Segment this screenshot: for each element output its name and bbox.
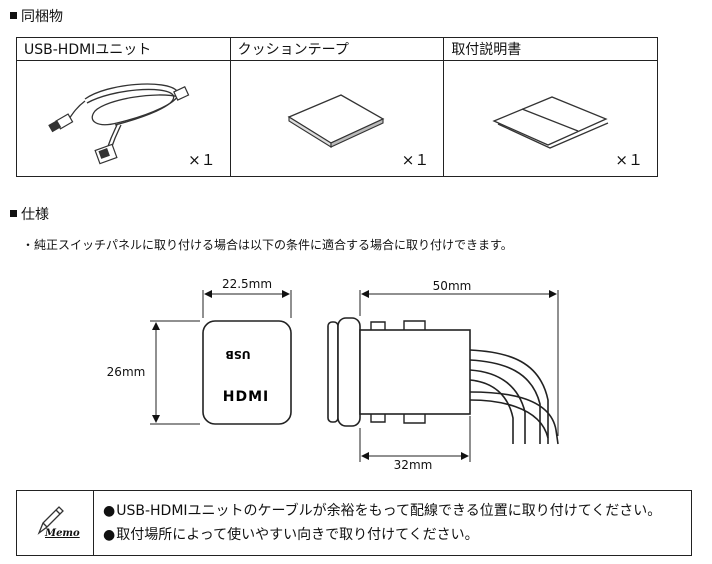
item-cell-manual: ×１ [443,60,658,177]
bullet-icon: ● [103,503,116,519]
spec-note: ・純正スイッチパネルに取り付ける場合は以下の条件に適合する場合に取り付けできます… [22,238,513,252]
usb-label: USB [225,348,250,361]
memo-line: ●USB-HDMIユニットのケーブルが余裕をもって配線できる位置に取り付けてくだ… [103,503,662,519]
pencil-icon [37,506,64,535]
section-bullet-icon [10,209,17,217]
side-view: 50mm 32mm [327,279,559,472]
memo-label: Memo [45,528,80,539]
cushion-tape-illustration [287,94,385,148]
side-body-length-label: 32mm [394,458,433,472]
bullet-icon: ● [103,527,116,543]
memo-label-cell: Memo [17,491,94,555]
item-name-usb-hdmi: USB-HDMIユニット [16,37,231,61]
item-qty-manual: ×１ [615,151,643,169]
contents-table: USB-HDMIユニット クッションテープ 取付説明書 [16,37,658,177]
item-name-cushion-tape: クッションテープ [229,37,445,61]
hdmi-logo: HDMI [223,389,269,405]
memo-box: Memo ●USB-HDMIユニットのケーブルが余裕をもって配線できる位置に取り… [16,490,692,556]
contents-section-title: 同梱物 [10,8,63,26]
front-view: USB HDMI 22.5mm 26mm [107,277,292,425]
usb-hdmi-unit-illustration [48,83,190,165]
memo-lines: ●USB-HDMIユニットのケーブルが余裕をもって配線できる位置に取り付けてくだ… [103,499,661,547]
spec-drawing: USB HDMI 22.5mm 26mm [107,277,559,472]
item-qty-cushion-tape: ×１ [401,151,430,169]
front-height-label: 26mm [107,365,146,379]
section-bullet-icon [10,11,17,19]
side-length-label: 50mm [433,279,472,293]
item-cell-usb-hdmi: ×１ [16,60,231,177]
item-cell-cushion-tape: ×１ [229,60,445,177]
item-qty-usb-hdmi: ×１ [188,151,216,169]
front-width-label: 22.5mm [222,277,272,291]
memo-line: ●取付場所によって使いやすい向きで取り付けてください。 [103,527,479,543]
spec-section-title: 仕様 [10,206,49,224]
manual-illustration [492,96,609,149]
